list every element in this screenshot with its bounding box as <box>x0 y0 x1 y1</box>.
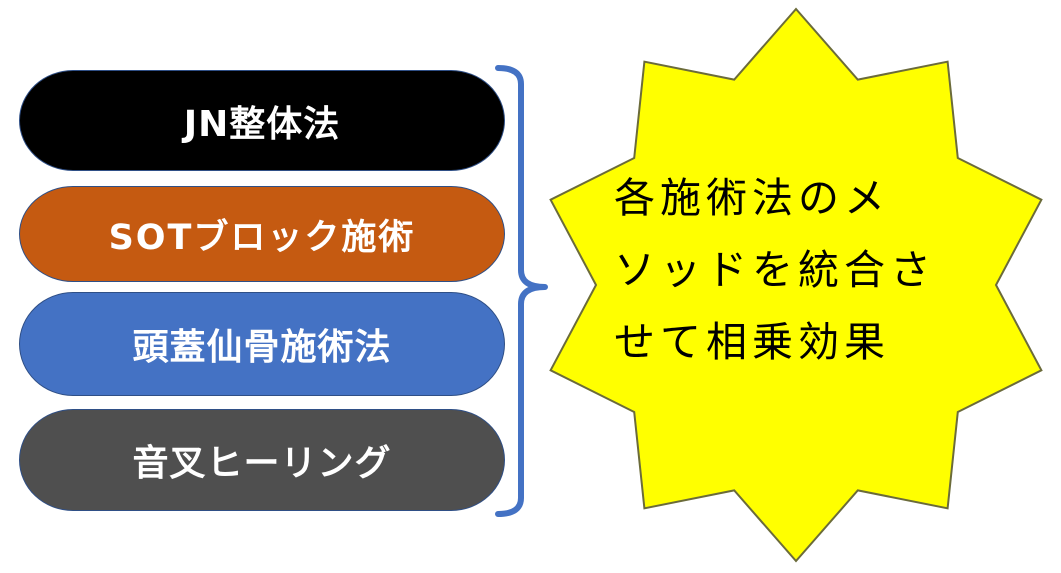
method-sot-block: SOTブロック施術 <box>19 186 505 282</box>
method-craniosacral: 頭蓋仙骨施術法 <box>19 292 505 396</box>
method-label: 頭蓋仙骨施術法 <box>132 327 392 368</box>
result-text: 各施術法のメ ソッドを統合さ せて相乗効果 <box>614 162 974 378</box>
method-tuning-fork-healing: 音叉ヒーリング <box>19 409 505 511</box>
method-label: JN整体法 <box>183 103 341 145</box>
result-line-2: ソッドを統合さ <box>614 246 936 294</box>
result-line-3: せて相乗効果 <box>614 318 890 366</box>
method-label: SOTブロック施術 <box>108 217 416 258</box>
result-line-1: 各施術法のメ <box>614 174 890 222</box>
method-jn-seitai: JN整体法 <box>19 70 505 171</box>
method-label: 音叉ヒーリング <box>132 443 392 484</box>
